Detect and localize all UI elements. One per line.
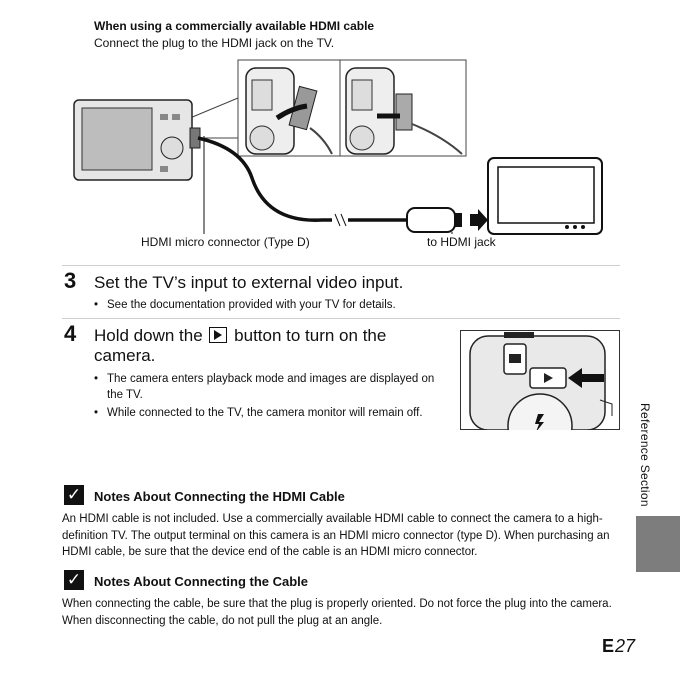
section-tab <box>636 516 680 572</box>
note-1-title: Notes About Connecting the HDMI Cable <box>94 489 345 504</box>
checkmark-icon: ✓ <box>64 570 84 590</box>
hdmi-plug <box>406 207 456 233</box>
hdmi-cable <box>197 136 332 222</box>
step-4-bullet: The camera enters playback mode and imag… <box>94 371 437 403</box>
step-4-title-start: Hold down the <box>94 326 203 345</box>
step-3-number: 3 <box>64 268 77 293</box>
checkmark-icon: ✓ <box>64 485 84 505</box>
step-4-title: Hold down the button to turn on the came… <box>94 326 424 366</box>
step-4-number: 4 <box>64 321 77 346</box>
section-label: Reference Section <box>638 403 652 507</box>
intro-text: Connect the plug to the HDMI jack on the… <box>94 36 335 50</box>
arrow-icon <box>470 209 488 231</box>
arrow-icon <box>568 368 604 388</box>
step-4-bullet: While connected to the TV, the camera mo… <box>94 405 437 421</box>
camera-illustration <box>73 99 201 181</box>
page-number-value: 27 <box>615 636 636 656</box>
jack-caption: to HDMI jack <box>427 235 496 249</box>
page-prefix: E <box>602 636 615 656</box>
inset-camera-side-1 <box>245 67 333 155</box>
note-2-body: When connecting the cable, be sure that … <box>62 598 612 627</box>
divider <box>62 318 620 319</box>
note-2-title: Notes About Connecting the Cable <box>94 574 309 589</box>
connector-caption: HDMI micro connector (Type D) <box>141 235 310 249</box>
hdmi-connection-diagram <box>73 59 603 235</box>
tv-illustration <box>487 157 603 235</box>
step-4-title-end: button to turn on the camera. <box>94 326 387 365</box>
playback-button-closeup <box>460 330 620 430</box>
step-3-bullet: See the documentation provided with your… <box>94 297 487 313</box>
playback-button-icon <box>209 327 228 343</box>
flash-icon <box>535 414 544 430</box>
note-1-body: An HDMI cable is not included. Use a com… <box>62 513 610 558</box>
divider <box>62 265 620 266</box>
step-3-title: Set the TV’s input to external video inp… <box>94 273 404 292</box>
intro-title: When using a commercially available HDMI… <box>94 19 375 33</box>
inset-camera-side-2 <box>345 67 463 155</box>
page-number: E27 <box>602 636 635 657</box>
